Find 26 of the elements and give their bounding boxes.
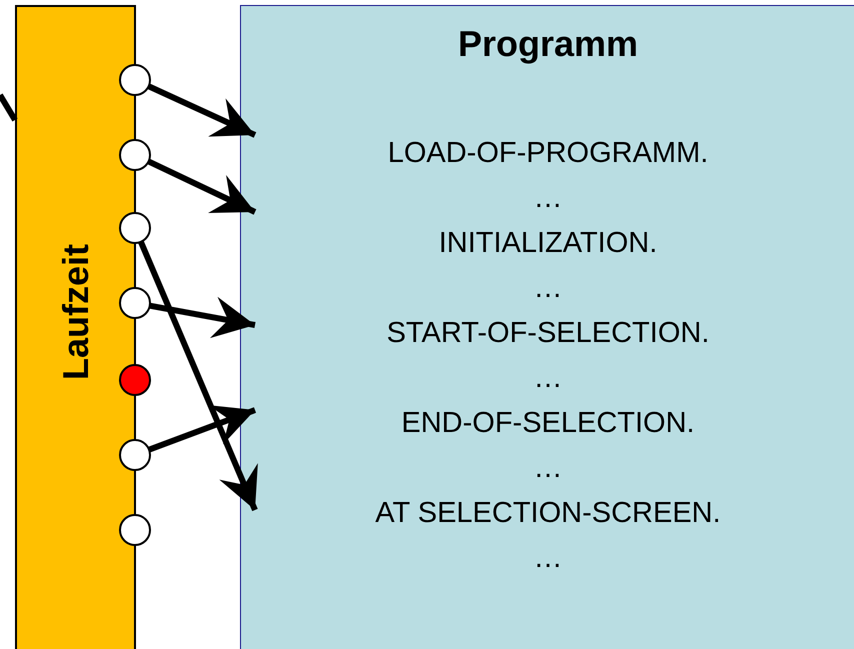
- connection-point: [119, 514, 151, 546]
- event-keyword: AT SELECTION-SCREEN.: [374, 496, 722, 531]
- connection-point: [119, 139, 151, 171]
- ellipsis: …: [532, 181, 564, 216]
- arrow: [149, 296, 256, 338]
- ellipsis: …: [532, 271, 564, 306]
- event-keyword: INITIALIZATION.: [438, 226, 658, 261]
- connection-point: [119, 439, 151, 471]
- connection-point: [119, 287, 151, 319]
- connection-point: [119, 212, 151, 244]
- event-keyword: START-OF-SELECTION.: [386, 316, 710, 351]
- program-panel: [240, 5, 854, 649]
- connection-point: [119, 364, 151, 396]
- arrow: [147, 84, 256, 138]
- ellipsis: …: [532, 451, 564, 486]
- runtime-bar: [15, 5, 136, 649]
- ellipsis: …: [532, 361, 564, 396]
- arrow: [138, 240, 258, 512]
- panel-title: Programm: [456, 24, 640, 64]
- bar-label: Laufzeit: [54, 244, 96, 380]
- arrow: [148, 405, 256, 453]
- ellipsis: …: [532, 541, 564, 576]
- event-keyword: LOAD-OF-PROGRAMM.: [386, 136, 710, 171]
- event-keyword: END-OF-SELECTION.: [400, 406, 696, 441]
- connection-point: [119, 64, 151, 96]
- arrow: [147, 158, 256, 215]
